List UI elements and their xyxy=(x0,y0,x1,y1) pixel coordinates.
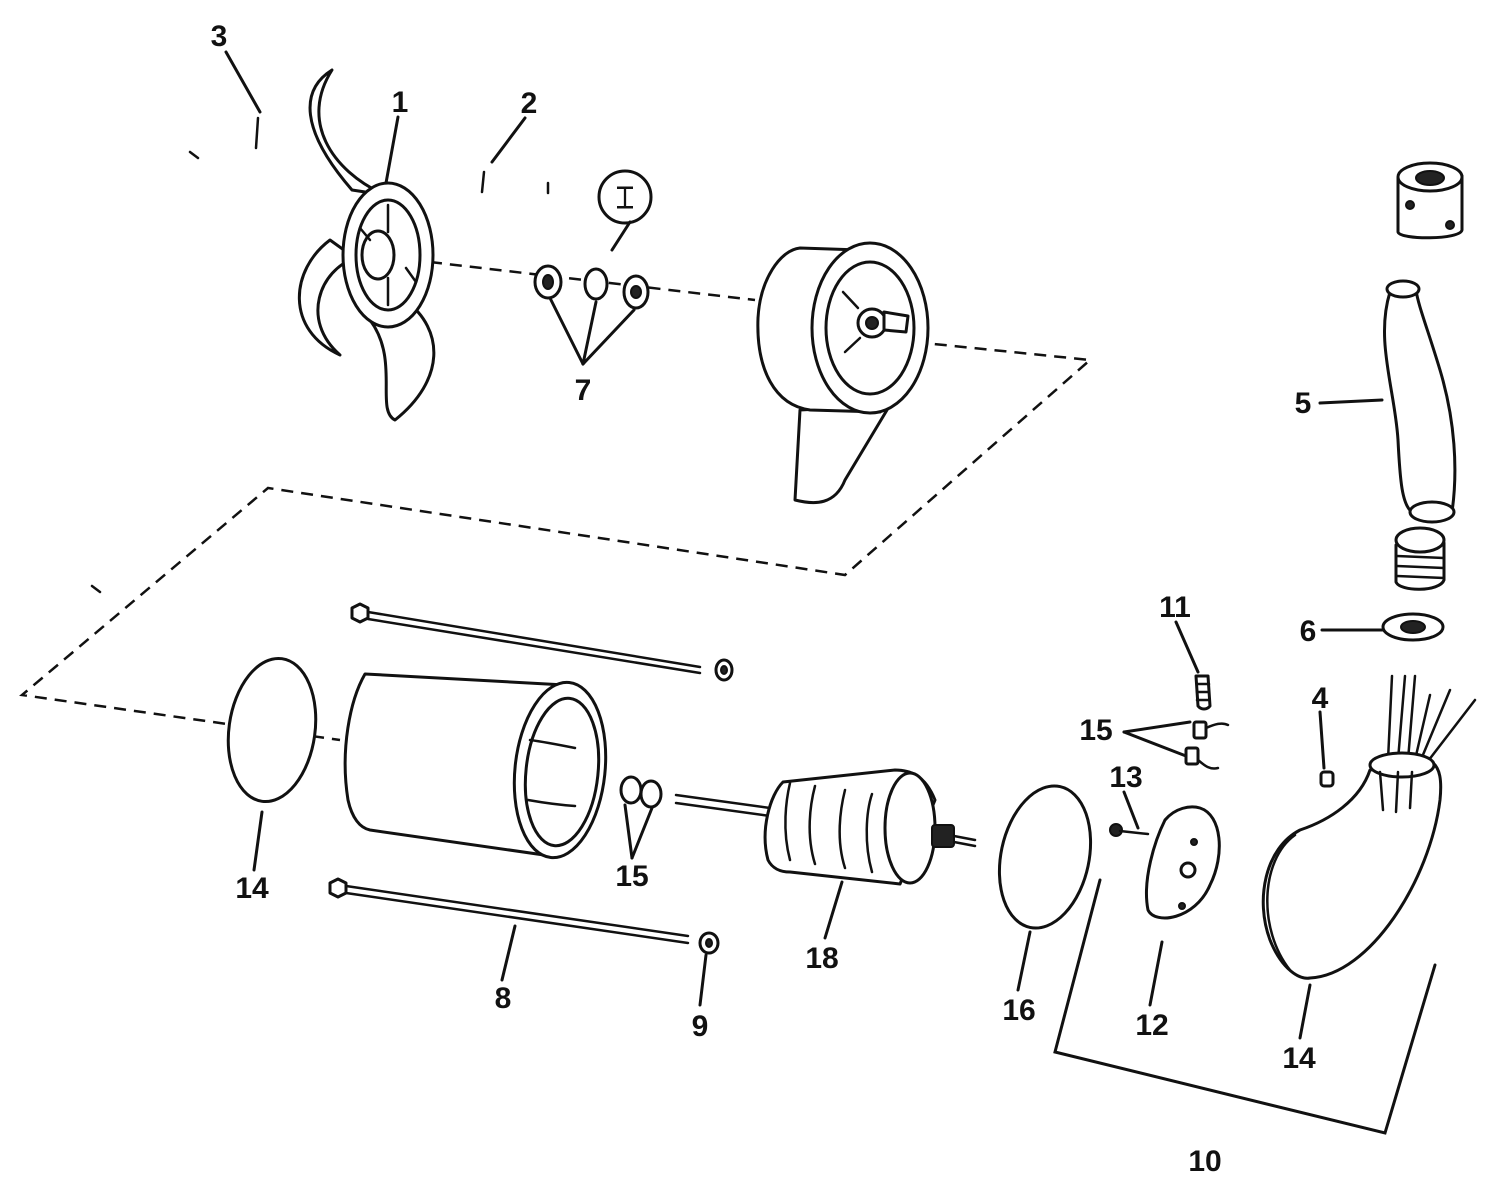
leader-lines xyxy=(224,50,1385,1040)
callout-9: 9 xyxy=(692,1010,709,1043)
part-17-o-ring xyxy=(997,784,1093,930)
part-15-brushes xyxy=(1184,720,1230,770)
part-14-end-cap-housing xyxy=(1261,674,1477,980)
callout-12: 12 xyxy=(1135,1009,1168,1042)
symbol-callout: ⌶ xyxy=(597,169,653,225)
part-9-nuts xyxy=(698,658,734,955)
part-7-hardware-set xyxy=(533,264,650,310)
callout-17: 16 xyxy=(1002,994,1035,1027)
callout-10: 10 xyxy=(1188,1145,1221,1178)
callout-8: 8 xyxy=(495,982,512,1015)
i-beam-symbol-icon: ⌶ xyxy=(616,181,634,216)
callout-15: 15 xyxy=(1079,714,1112,747)
callout-6: 6 xyxy=(1300,615,1317,648)
part-6-grommet xyxy=(1381,612,1445,642)
part-12-brush-plate xyxy=(1145,805,1221,920)
assembly-guide-lines xyxy=(19,260,1093,742)
part-10-assembly-bracket xyxy=(1053,878,1437,1135)
threaded-bushing xyxy=(1394,526,1446,591)
top-collar xyxy=(1396,161,1464,240)
lower-unit-housing xyxy=(756,241,930,505)
part-8-through-bolt-upper xyxy=(350,602,702,675)
part-1-propeller xyxy=(297,68,436,422)
callout-18: 18 xyxy=(805,942,838,975)
callout-3: 3 xyxy=(211,20,228,53)
callout-2: 2 xyxy=(521,87,538,120)
part-11-brush-spring xyxy=(1194,674,1212,711)
callout-14-left: 14 xyxy=(235,872,269,905)
callout-13: 13 xyxy=(1109,761,1142,794)
callout-11: 11 xyxy=(1159,591,1191,624)
part-5-shaft-tube xyxy=(1383,279,1457,524)
part-8-through-bolt-lower xyxy=(328,877,690,945)
part-2-drive-pin xyxy=(480,170,486,194)
callout-16: 15 xyxy=(615,860,648,893)
motor-housing-can xyxy=(343,672,608,860)
callout-4: 4 xyxy=(1312,682,1329,715)
callout-7: 7 xyxy=(575,374,592,407)
callout-labels: 3 1 2 7 5 11 6 4 15 13 15 14 18 8 16 9 1… xyxy=(211,20,1329,1178)
callout-1: 1 xyxy=(392,86,409,119)
part-4-plug xyxy=(1319,770,1335,788)
part-13-screw xyxy=(1109,823,1150,837)
part-16-thrust-washers xyxy=(619,775,663,809)
stray-mark xyxy=(188,150,200,160)
part-18-armature xyxy=(674,768,977,886)
part-14-o-ring xyxy=(226,656,318,804)
callout-14-right: 14 xyxy=(1282,1042,1316,1075)
stray-mark xyxy=(90,584,102,594)
callout-5: 5 xyxy=(1295,387,1312,420)
part-3-cotter-pin xyxy=(254,116,260,150)
